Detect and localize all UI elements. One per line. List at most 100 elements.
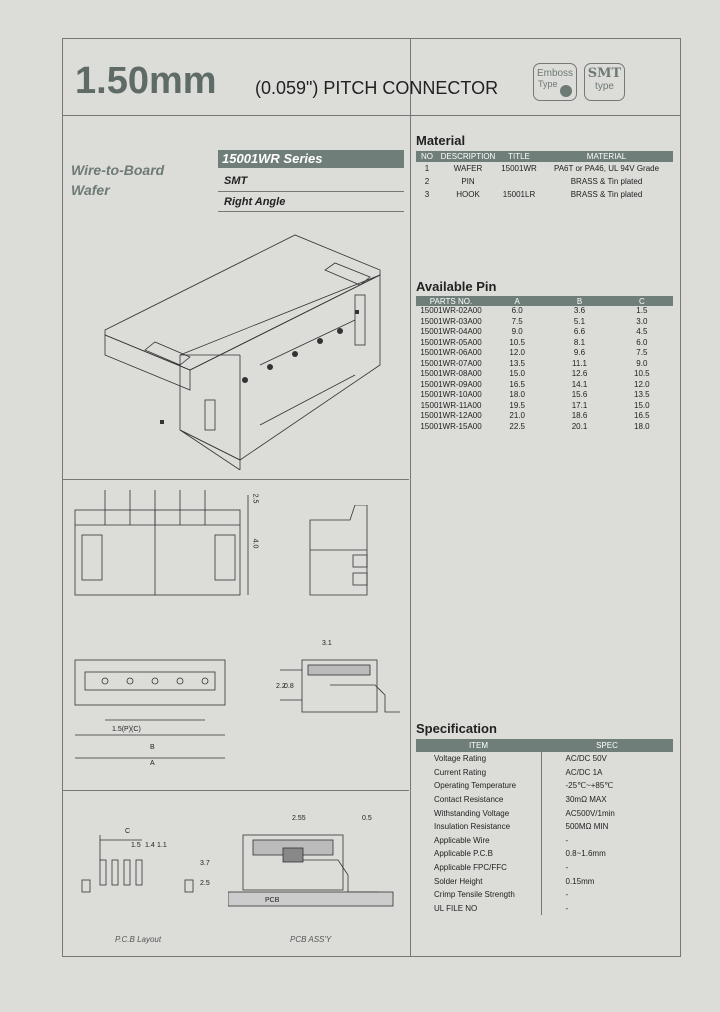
smt-badge-line1: SMT: [587, 66, 622, 81]
dimension-cell: 9.0: [511, 327, 523, 336]
spec-item: Current Rating: [416, 765, 542, 780]
dim-layout-1: 1.5: [131, 842, 141, 849]
spec-value: AC/DC 1A: [565, 767, 603, 777]
dimension-cell: 14.1: [571, 379, 588, 389]
pcb-assembly-drawing: [228, 834, 394, 907]
dimension-cell: 10.5: [509, 337, 525, 347]
part-number-cell: 15001WR-08A00: [420, 369, 482, 378]
dimension-cell: 6.0: [511, 306, 523, 315]
spec-header: ITEM: [416, 739, 541, 752]
material-header: NO: [416, 151, 438, 162]
dimension-cell: 20.1: [571, 421, 588, 431]
spec-value: -: [565, 903, 569, 913]
spec-row: Crimp Tensile Strength-: [416, 887, 673, 902]
spec-title: Specification: [416, 721, 497, 736]
left-panel-frame: [62, 38, 411, 957]
mount-type: SMT: [224, 175, 248, 187]
spec-row: UL FILE NO -: [416, 901, 673, 916]
material-row: 2 PIN BRASS & Tin plated: [416, 175, 673, 188]
dimension-cell: 3.0: [636, 316, 648, 326]
material-row: 3 HOOK 15001LR BRASS & Tin plated: [416, 188, 673, 201]
dimension-cell: 12.6: [571, 369, 588, 378]
dim-layout-3: 1.1: [157, 842, 167, 849]
spec-value: 30mΩ MAX: [565, 795, 607, 805]
material-table: NO DESCRIPTION TITLE MATERIAL 1 WAFER 15…: [416, 151, 673, 201]
spec-value: -: [565, 863, 569, 873]
spec-value: 0.15mm: [565, 876, 595, 886]
dim-pitch: 1.5(P)(C): [112, 726, 141, 733]
part-number-cell: 15001WR-02A00: [420, 306, 482, 315]
spec-item: Operating Temperature: [416, 779, 542, 793]
pins-title: Available Pin: [416, 279, 497, 294]
caption-pcb-layout: P.C.B Layout: [115, 935, 162, 944]
part-number-cell: 15001WR-09A00: [420, 379, 482, 389]
part-number-cell: 15001WR-12A00: [420, 411, 482, 420]
spec-item: Applicable Wire: [416, 833, 542, 848]
part-number-cell: 15001WR-05A00: [420, 337, 482, 347]
dimension-cell: 11.1: [572, 358, 587, 368]
dimension-cell: 22.5: [509, 421, 525, 431]
dimension-cell: 18.0: [509, 390, 525, 399]
top-view-drawing: [74, 659, 226, 759]
material-header: MATERIAL: [540, 151, 673, 162]
spec-row: Applicable FPC/FFC -: [416, 860, 673, 875]
label-divider: [218, 191, 404, 192]
dimension-cell: 7.5: [636, 348, 648, 357]
dim-a: A: [150, 760, 155, 767]
spec-item: UL FILE NO: [416, 901, 542, 916]
dimension-cell: 5.1: [573, 316, 586, 326]
spec-value: 500MΩ MIN: [565, 822, 609, 832]
series-banner: 15001WR Series: [218, 150, 404, 168]
orientation-label: Right Angle: [224, 196, 286, 208]
pins-header: C: [610, 296, 673, 306]
front-view-drawing: [74, 490, 249, 596]
spec-value: AC500V/1min: [565, 808, 615, 818]
spec-value: -: [565, 890, 569, 900]
pins-header: PARTS NO.: [416, 296, 486, 306]
spec-header: SPEC: [541, 739, 673, 752]
dimension-cell: 16.5: [509, 379, 525, 389]
dimension-cell: 15.0: [509, 369, 525, 378]
material-cell: HOOK: [456, 190, 480, 199]
page-subtitle: (0.059") PITCH CONNECTOR: [255, 78, 499, 98]
part-number-cell: 15001WR-15A00: [420, 421, 482, 431]
material-cell: 1: [424, 164, 430, 173]
spec-value: -: [565, 835, 569, 845]
spec-item: Applicable P.C.B: [416, 847, 542, 861]
spec-row: Current Rating AC/DC 1A: [416, 765, 673, 780]
dimension-cell: 6.0: [636, 337, 648, 347]
part-number-cell: 15001WR-11A00: [420, 400, 482, 410]
dim-side-1: 2.2: [276, 683, 286, 690]
dim-layout-4: 3.7: [200, 860, 210, 867]
dimension-cell: 19.5: [509, 400, 525, 410]
spec-item: Applicable FPC/FFC: [416, 860, 542, 875]
spec-item: Solder Height: [416, 874, 542, 888]
dimension-cell: 10.5: [634, 369, 650, 378]
material-cell: 2: [424, 177, 430, 186]
label-divider-2: [218, 211, 404, 212]
smt-type-badge: SMT type: [584, 63, 625, 101]
dim-width: 3.1: [322, 640, 332, 647]
dimension-cell: 15.6: [571, 390, 588, 399]
dimension-cell: 9.6: [573, 348, 586, 357]
spec-row: Contact Resistance 30mΩ MAX: [416, 792, 673, 807]
dimension-cell: 6.6: [573, 327, 586, 336]
spec-item: Contact Resistance: [416, 792, 542, 807]
spec-value: AC/DC 50V: [565, 754, 607, 764]
drawing-divider-2: [62, 790, 409, 791]
material-header: TITLE: [498, 151, 540, 162]
spec-row: Solder Height 0.15mm: [416, 874, 673, 888]
material-cell: 15001WR: [501, 164, 537, 173]
material-cell: WAFER: [453, 164, 483, 173]
dim-pcb-1: 2.55: [292, 815, 306, 822]
dim-layout-2: 1.4: [145, 842, 155, 849]
